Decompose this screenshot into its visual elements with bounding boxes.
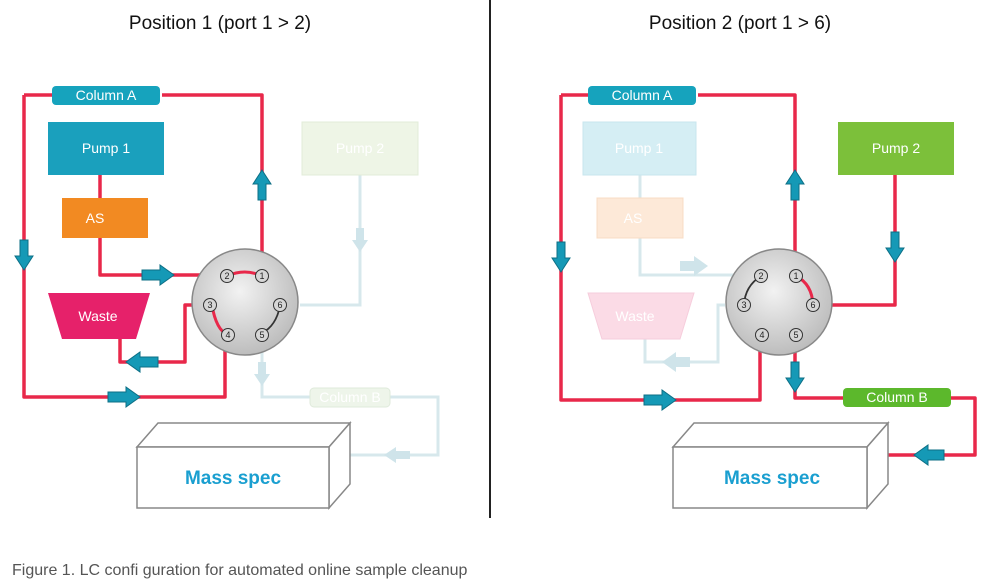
six-port-valve	[725, 248, 833, 356]
column-b-label: Column B	[866, 389, 927, 405]
svg-text:2: 2	[224, 271, 229, 281]
arrow-icon	[252, 169, 272, 201]
column-b	[843, 388, 951, 407]
port-3	[203, 298, 217, 312]
position-2-title: Position 2 (port 1 > 6)	[649, 13, 831, 34]
arrow-icon	[785, 361, 805, 393]
column-a-label: Column A	[612, 87, 673, 103]
inactive-arrows	[254, 228, 410, 463]
pump-1-label: Pump 1	[82, 140, 130, 156]
arrow-icon	[913, 444, 945, 466]
port-1	[789, 269, 803, 283]
mass-spec	[135, 421, 352, 510]
svg-text:4: 4	[225, 330, 230, 340]
autosampler	[62, 198, 148, 238]
port-2	[220, 269, 234, 283]
mass-spec	[671, 421, 890, 510]
port-6	[806, 298, 820, 312]
autosampler	[596, 197, 684, 239]
port-5	[255, 328, 269, 342]
autosampler-label: AS	[624, 210, 643, 226]
waste-label: Waste	[615, 308, 654, 324]
port-4	[755, 328, 769, 342]
inactive-flow-paths	[638, 175, 745, 364]
svg-text:6: 6	[810, 300, 815, 310]
arrow-icon	[125, 351, 159, 373]
column-a	[52, 86, 160, 105]
arrow-icon	[141, 264, 175, 286]
pump-2-label: Pump 2	[336, 140, 384, 156]
column-b	[309, 387, 391, 408]
pump-1	[48, 122, 164, 175]
arrow-icon	[551, 241, 571, 273]
position-1-panel: Position 1 (port 1 > 2)	[14, 13, 440, 510]
arrow-icon	[785, 169, 805, 201]
arrow-icon	[14, 239, 34, 271]
svg-text:5: 5	[793, 330, 798, 340]
port-1	[255, 269, 269, 283]
column-a	[588, 86, 696, 105]
pump-1-label: Pump 1	[615, 140, 663, 156]
arrow-icon	[107, 386, 141, 408]
inactive-arrows	[662, 256, 708, 372]
port-5	[789, 328, 803, 342]
position-1-title: Position 1 (port 1 > 2)	[129, 13, 311, 34]
waste	[48, 293, 150, 339]
port-2	[754, 269, 768, 283]
autosampler-label: AS	[86, 210, 105, 226]
arrow-icon	[643, 389, 677, 411]
flow-arrows	[14, 169, 272, 408]
waste-label: Waste	[78, 308, 117, 324]
pump-2-label: Pump 2	[872, 140, 920, 156]
svg-text:1: 1	[259, 271, 264, 281]
svg-text:2: 2	[758, 271, 763, 281]
valve-port-labels: 1 2 3 4 5 6	[207, 271, 282, 340]
pump-2	[301, 121, 419, 176]
position-2-panel: Position 2 (port 1 > 6)	[551, 13, 977, 510]
arrow-icon	[885, 231, 905, 263]
valve-port-labels: 1 2 3 4 5 6	[741, 271, 815, 340]
svg-text:5: 5	[259, 330, 264, 340]
figure-caption: Figure 1. LC confi guration for automate…	[12, 562, 468, 579]
pump-1	[582, 121, 697, 176]
port-3	[737, 298, 751, 312]
svg-text:6: 6	[277, 300, 282, 310]
port-4	[221, 328, 235, 342]
svg-text:3: 3	[741, 300, 746, 310]
column-b-label: Column B	[319, 389, 380, 405]
column-a-label: Column A	[76, 87, 137, 103]
svg-text:4: 4	[759, 330, 764, 340]
flow-arrows	[551, 169, 945, 466]
valve-ports	[737, 269, 820, 342]
pump-2	[838, 122, 954, 175]
waste	[587, 292, 695, 340]
svg-text:3: 3	[207, 300, 212, 310]
mass-spec-label: Mass spec	[185, 468, 282, 489]
mass-spec-label: Mass spec	[724, 468, 821, 489]
port-6	[273, 298, 287, 312]
valve-ports	[203, 269, 287, 342]
svg-text:1: 1	[793, 271, 798, 281]
